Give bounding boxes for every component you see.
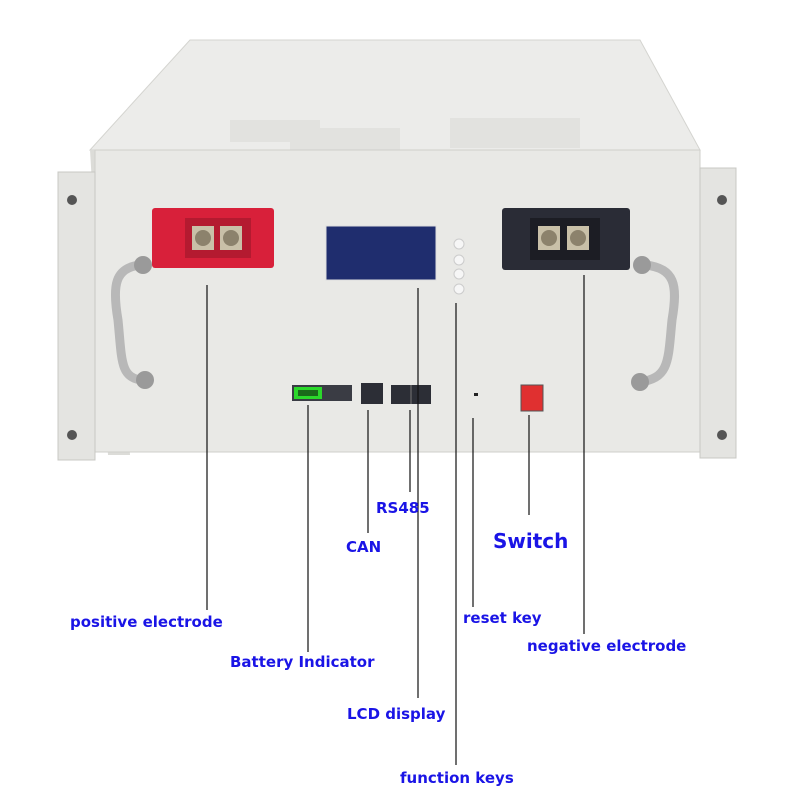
label-switch: Switch: [493, 529, 569, 553]
mount-hole: [717, 430, 727, 440]
positive-terminal: [152, 208, 274, 268]
power-switch: [520, 384, 544, 412]
handle-left: [110, 260, 147, 385]
label-rs485: RS485: [376, 499, 430, 517]
mount-hole: [67, 430, 77, 440]
reset-hole: [474, 393, 478, 396]
rack-ear-right: [699, 167, 737, 459]
callout-lines: [206, 275, 585, 765]
label-can: CAN: [346, 538, 382, 556]
mount-hole: [67, 195, 77, 205]
negative-terminal: [502, 208, 630, 270]
label-battery-indicator: Battery Indicator: [230, 653, 375, 671]
lcd-screen: [325, 225, 437, 281]
handle-right: [635, 260, 679, 387]
can-port: [361, 383, 383, 404]
mount-hole: [717, 195, 727, 205]
top-label-sticker: [290, 128, 400, 150]
label-function-keys: function keys: [400, 769, 514, 787]
rack-ear-left: [57, 171, 96, 461]
label-negative-electrode: negative electrode: [527, 637, 687, 655]
battery-front-panel: [94, 149, 701, 453]
label-lcd-display: LCD display: [347, 705, 446, 723]
label-positive-electrode: positive electrode: [70, 613, 223, 631]
function-keys: [453, 238, 465, 295]
label-reset-key: reset key: [463, 609, 542, 627]
top-label-sticker: [450, 118, 580, 148]
